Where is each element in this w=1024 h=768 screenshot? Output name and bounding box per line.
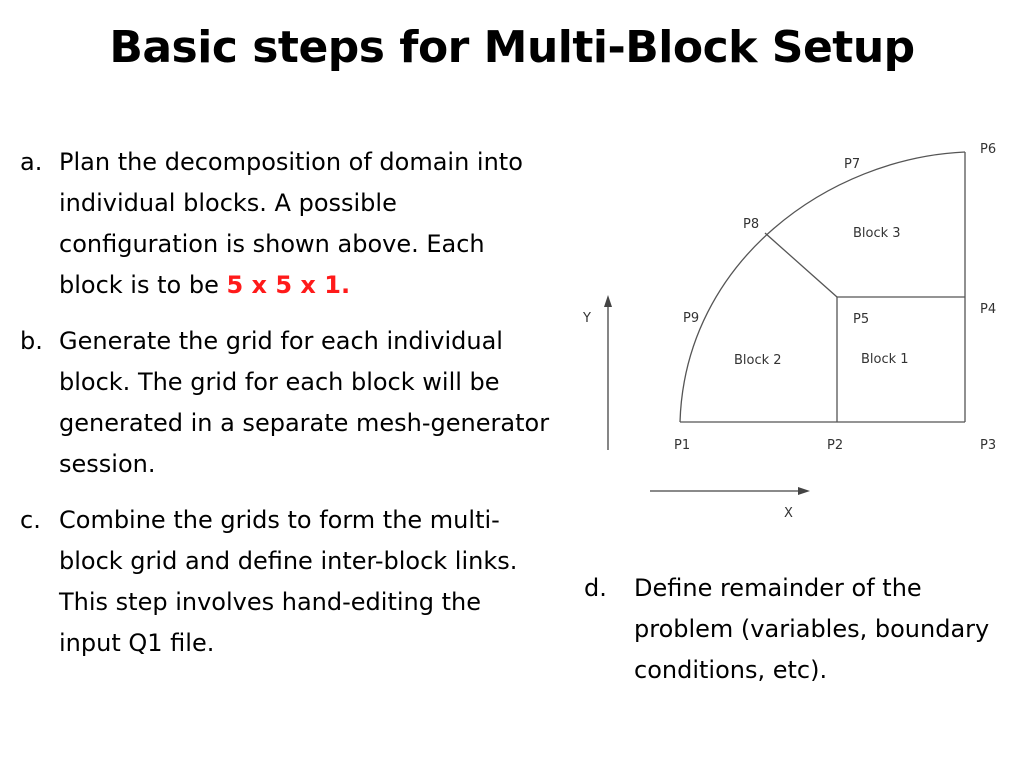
point-p2: P2 [827, 438, 843, 453]
step-b-marker: b. [20, 327, 43, 355]
block-1-label: Block 1 [861, 352, 909, 367]
point-p4: P4 [980, 302, 996, 317]
x-axis-arrowhead [798, 487, 810, 495]
point-p7: P7 [844, 157, 860, 172]
edge-p8-p5 [764, 232, 838, 298]
step-b: b. Generate the grid for each individual… [20, 321, 550, 485]
point-p9: P9 [683, 311, 699, 326]
step-d-marker: d. [584, 574, 607, 602]
block-2-label: Block 2 [734, 353, 782, 368]
step-b-text: Generate the grid for each individual bl… [59, 327, 550, 478]
point-p8: P8 [743, 217, 759, 232]
step-a-text: Plan the decomposition of domain into in… [59, 148, 523, 299]
block-size-highlight: 5 x 5 x 1. [226, 271, 351, 299]
point-p1: P1 [674, 438, 690, 453]
block-3-label: Block 3 [853, 226, 901, 241]
step-a: a. Plan the decomposition of domain into… [20, 142, 550, 306]
step-c-text: Combine the grids to form the multi-bloc… [59, 506, 518, 657]
steps-list: a. Plan the decomposition of domain into… [20, 142, 550, 679]
domain-arc [679, 151, 966, 423]
point-p6: P6 [980, 142, 996, 157]
y-axis-arrowhead [604, 295, 612, 307]
step-c: c. Combine the grids to form the multi-b… [20, 500, 550, 664]
point-p5: P5 [853, 312, 869, 327]
slide-title: Basic steps for Multi-Block Setup [109, 22, 915, 73]
block-diagram: Y X P1 P2 P3 P4 P5 P6 P7 P8 P9 Block 1 B… [582, 142, 996, 521]
step-c-marker: c. [20, 506, 41, 534]
step-d-text: Define remainder of the problem (variabl… [634, 574, 990, 684]
y-axis-label: Y [582, 311, 591, 326]
point-p3: P3 [980, 438, 996, 453]
step-a-marker: a. [20, 148, 43, 176]
x-axis-label: X [784, 506, 793, 521]
step-d: d. Define remainder of the problem (vari… [584, 568, 1014, 691]
